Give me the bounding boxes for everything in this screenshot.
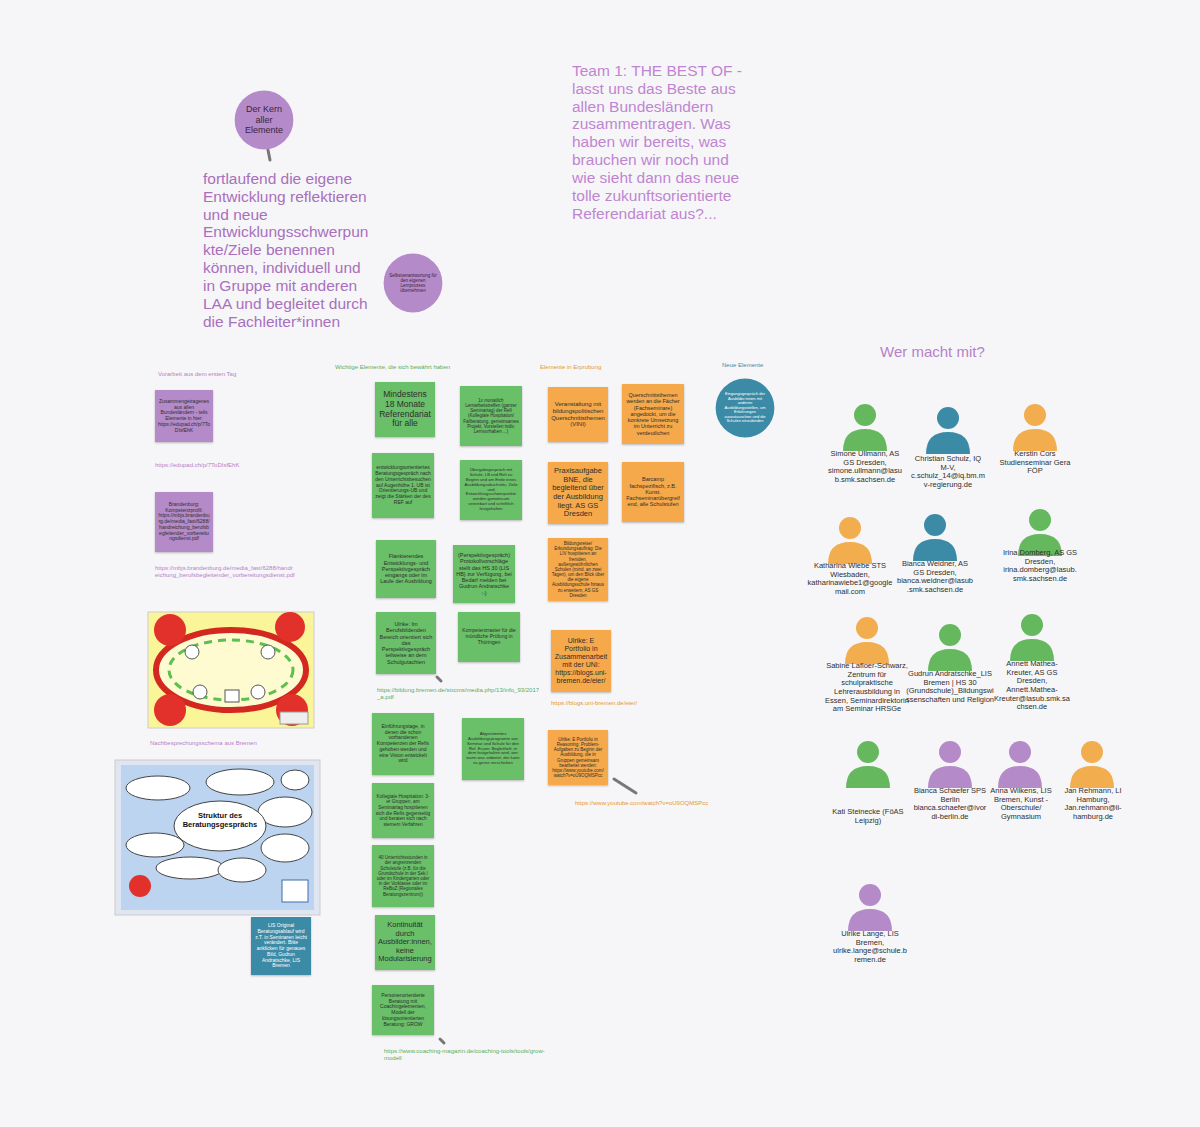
sticky-note: (Perspektivgespräch) Protokollvorschläge… xyxy=(453,545,515,603)
participant-name: Kerstin Cors Studienseminar Gera FÖP xyxy=(997,450,1073,476)
link-text: https://mbjs.brandenburg.de/media_fast/6… xyxy=(155,565,295,579)
note-text: Mindestens 18 Monate Referendariat für a… xyxy=(378,390,432,429)
note-text: Flankierendes Entwicklungs- und Perspekt… xyxy=(379,553,433,585)
sticky-note: Veranstaltung mit bildungspolitischen Qu… xyxy=(548,387,608,442)
sticky-note: Querschnittsthemen werden an die Fächer … xyxy=(622,384,684,444)
sticky-note: Kontinuität durch Ausbilder:innen, keine… xyxy=(375,915,435,970)
sticky-note: Ulrike: Im Berufsbildenden Bereich orien… xyxy=(376,612,436,674)
note-text: Einführungstage, in denen die schon vorh… xyxy=(375,724,431,764)
note-text: 1x monatlich Lernarbeitstreffen (ganzer … xyxy=(463,398,519,434)
note-label: Vorarbeit aus dem ersten Tag xyxy=(158,371,278,378)
sticky-note: Ulrike: E Portfolio in Reasoning: Proble… xyxy=(548,730,608,785)
note-text: Ulrike: E Portfolio in Zusammenarbeit mi… xyxy=(554,637,608,685)
note-text: Kontinuität durch Ausbilder:innen, keine… xyxy=(378,921,432,964)
sticky-note: Personenorientierte Beratung mit Coachin… xyxy=(372,985,434,1035)
sticky-note: Bildungsreise/ Erkundungsauftrag: Die LI… xyxy=(548,538,608,601)
link-text: https://www.coaching-magazin.de/coaching… xyxy=(384,1048,549,1062)
sticky-note: Abgestimmtes Ausbildungsprogramm von Sem… xyxy=(462,718,524,780)
sticky-note: Zusammengetragenes aus allen Bundeslände… xyxy=(155,390,213,442)
sticky-note: 1x monatlich Lernarbeitstreffen (ganzer … xyxy=(460,386,522,446)
sticky-note: Mindestens 18 Monate Referendariat für a… xyxy=(375,382,435,437)
sticky-note: LIS Original Beratungsablauf wird z.T. i… xyxy=(251,917,311,975)
note-text: Ulrike: Im Berufsbildenden Bereich orien… xyxy=(379,621,433,665)
link-text: https://blogs.uni-bremen.de/eier/ xyxy=(551,700,701,707)
circle-shape xyxy=(384,254,443,313)
circle-shape xyxy=(716,379,775,438)
note-text: Eingangsgespräch der Ausbilder:innen mit… xyxy=(721,392,769,424)
circle-shape xyxy=(235,91,294,150)
note-label: Elemente in Erprobung xyxy=(540,364,640,371)
participant-name: Sabine Lafloer-Schwarz, Zentrum für schu… xyxy=(824,662,910,714)
note-text: Veranstaltung mit bildungspolitischen Qu… xyxy=(551,401,605,429)
participant-name: Irina Domberg, AS GS Dresden, irina.domb… xyxy=(1002,549,1078,584)
note-text: 40 Unterrichtsstunden in der angrenzende… xyxy=(375,855,431,896)
note-text: Personenorientierte Beratung mit Coachin… xyxy=(375,993,431,1028)
note-label: fortlaufend die eigene Entwicklung refle… xyxy=(203,170,375,330)
sticky-note: Kompetenzraster für die mündliche Prüfun… xyxy=(458,612,520,662)
participant-name: Katharina Wiebe STS Wiesbaden, katharina… xyxy=(806,562,894,597)
participant-name: Christian Schulz, IQ M-V, c.schulz_14@iq… xyxy=(910,455,986,490)
note-text: Brandenburg: Kompetenzprofil: https://mb… xyxy=(158,502,210,542)
sticky-note: Praxisaufgabe BNE, die begleitend über d… xyxy=(548,462,608,524)
sticky-note: entwicklungsorientiertes Beratungsgesprä… xyxy=(372,453,434,518)
sticky-note: Flankierendes Entwicklungs- und Perspekt… xyxy=(376,540,436,598)
board-title: Team 1: THE BEST OF - lasst uns das Best… xyxy=(572,62,744,222)
note-text: Abgestimmtes Ausbildungsprogramm von Sem… xyxy=(465,732,521,766)
note-text: Ulrike: E Portfolio in Reasoning: Proble… xyxy=(551,737,605,778)
note-text: Querschnittsthemen werden an die Fächer … xyxy=(625,392,681,436)
sticky-note: Kollegiale Hospitation: 3-er Gruppen, am… xyxy=(372,783,434,838)
participant-name: Kati Steinecke (FöAS Leipzig) xyxy=(830,808,906,825)
sticky-note: Brandenburg: Kompetenzprofil: https://mb… xyxy=(155,492,213,552)
circle-node: Eingangsgespräch der Ausbilder:innen mit… xyxy=(715,378,775,438)
note-text: Praxisaufgabe BNE, die begleitend über d… xyxy=(551,467,605,519)
note-text: (Perspektivgespräch) Protokollvorschläge… xyxy=(456,552,512,596)
participant-name: Bianca Schaefer SPS Berlin bianca.schaef… xyxy=(912,787,988,822)
note-label: Wichtige Elemente, die sich bewährt habe… xyxy=(335,364,495,371)
participant-name: Anna Wilkens, LIS Bremen, Kunst -Obersch… xyxy=(986,787,1056,822)
participant-name: Ulrike Lange, LIS Bremen, ulrike.lange@s… xyxy=(832,930,908,965)
note-label: Wer macht mit? xyxy=(880,343,1020,360)
cycle-picture xyxy=(148,612,314,728)
participant-name: Simone Ullmann, AS GS Dresden, simone.ul… xyxy=(827,450,903,485)
link-text: https://edupad.ch/p/7ToDIsfEhK xyxy=(155,462,295,469)
note-text: Selbstverantwortung für den eigenen Lern… xyxy=(389,273,437,294)
note-label: Struktur des Beratungsgesprächs xyxy=(178,812,262,829)
sticky-note: Einführungstage, in denen die schon vorh… xyxy=(372,713,434,775)
note-text: entwicklungsorientiertes Beratungsgesprä… xyxy=(375,465,431,505)
sticky-note: Ulrike: E Portfolio in Zusammenarbeit mi… xyxy=(551,630,611,692)
participant-name: Gudrun Andratschke_LIS Bremen | HS 30 (G… xyxy=(906,670,994,705)
note-label: Nachbesprechungsschema aus Bremen xyxy=(150,740,310,747)
counselling-structure-picture xyxy=(115,760,320,915)
link-text: https://bildung.bremen.de/sixcms/media.p… xyxy=(377,687,542,701)
participant-name: Bianca Weidner, AS GS Dresden, bianca.we… xyxy=(897,560,973,595)
participant-name: Jan Rehmann, LI Hamburg, Jan.rehmann@li-… xyxy=(1058,787,1128,822)
participant-name: Annett Mathea-Kreuter, AS GS Dresden, An… xyxy=(994,660,1070,712)
sticky-note: Barcamp fachspezifisch, z.B. Kunst. Fach… xyxy=(622,462,684,522)
circle-node: Der Kern aller Elemente xyxy=(234,90,294,150)
note-label: Neue Elemente xyxy=(722,362,802,369)
link-text: https://www.youtube.com/watch?v=oU9OQMSP… xyxy=(575,800,745,807)
note-text: Zusammengetragenes aus allen Bundeslände… xyxy=(158,399,210,434)
sticky-note: Übergabegespräch mit Schule, LB und Refi… xyxy=(460,460,522,520)
note-text: Kollegiale Hospitation: 3-er Gruppen, am… xyxy=(375,794,431,827)
note-text: Barcamp fachspezifisch, z.B. Kunst. Fach… xyxy=(625,476,681,508)
note-text: LIS Original Beratungsablauf wird z.T. i… xyxy=(254,923,308,969)
note-text: Übergabegespräch mit Schule, LB und Refi… xyxy=(463,468,519,511)
note-text: Der Kern aller Elemente xyxy=(240,104,288,135)
note-text: Bildungsreise/ Erkundungsauftrag: Die LI… xyxy=(551,541,605,598)
sticky-note: 40 Unterrichtsstunden in der angrenzende… xyxy=(372,845,434,907)
note-text: Kompetenzraster für die mündliche Prüfun… xyxy=(461,628,517,645)
circle-node: Selbstverantwortung für den eigenen Lern… xyxy=(383,253,443,313)
